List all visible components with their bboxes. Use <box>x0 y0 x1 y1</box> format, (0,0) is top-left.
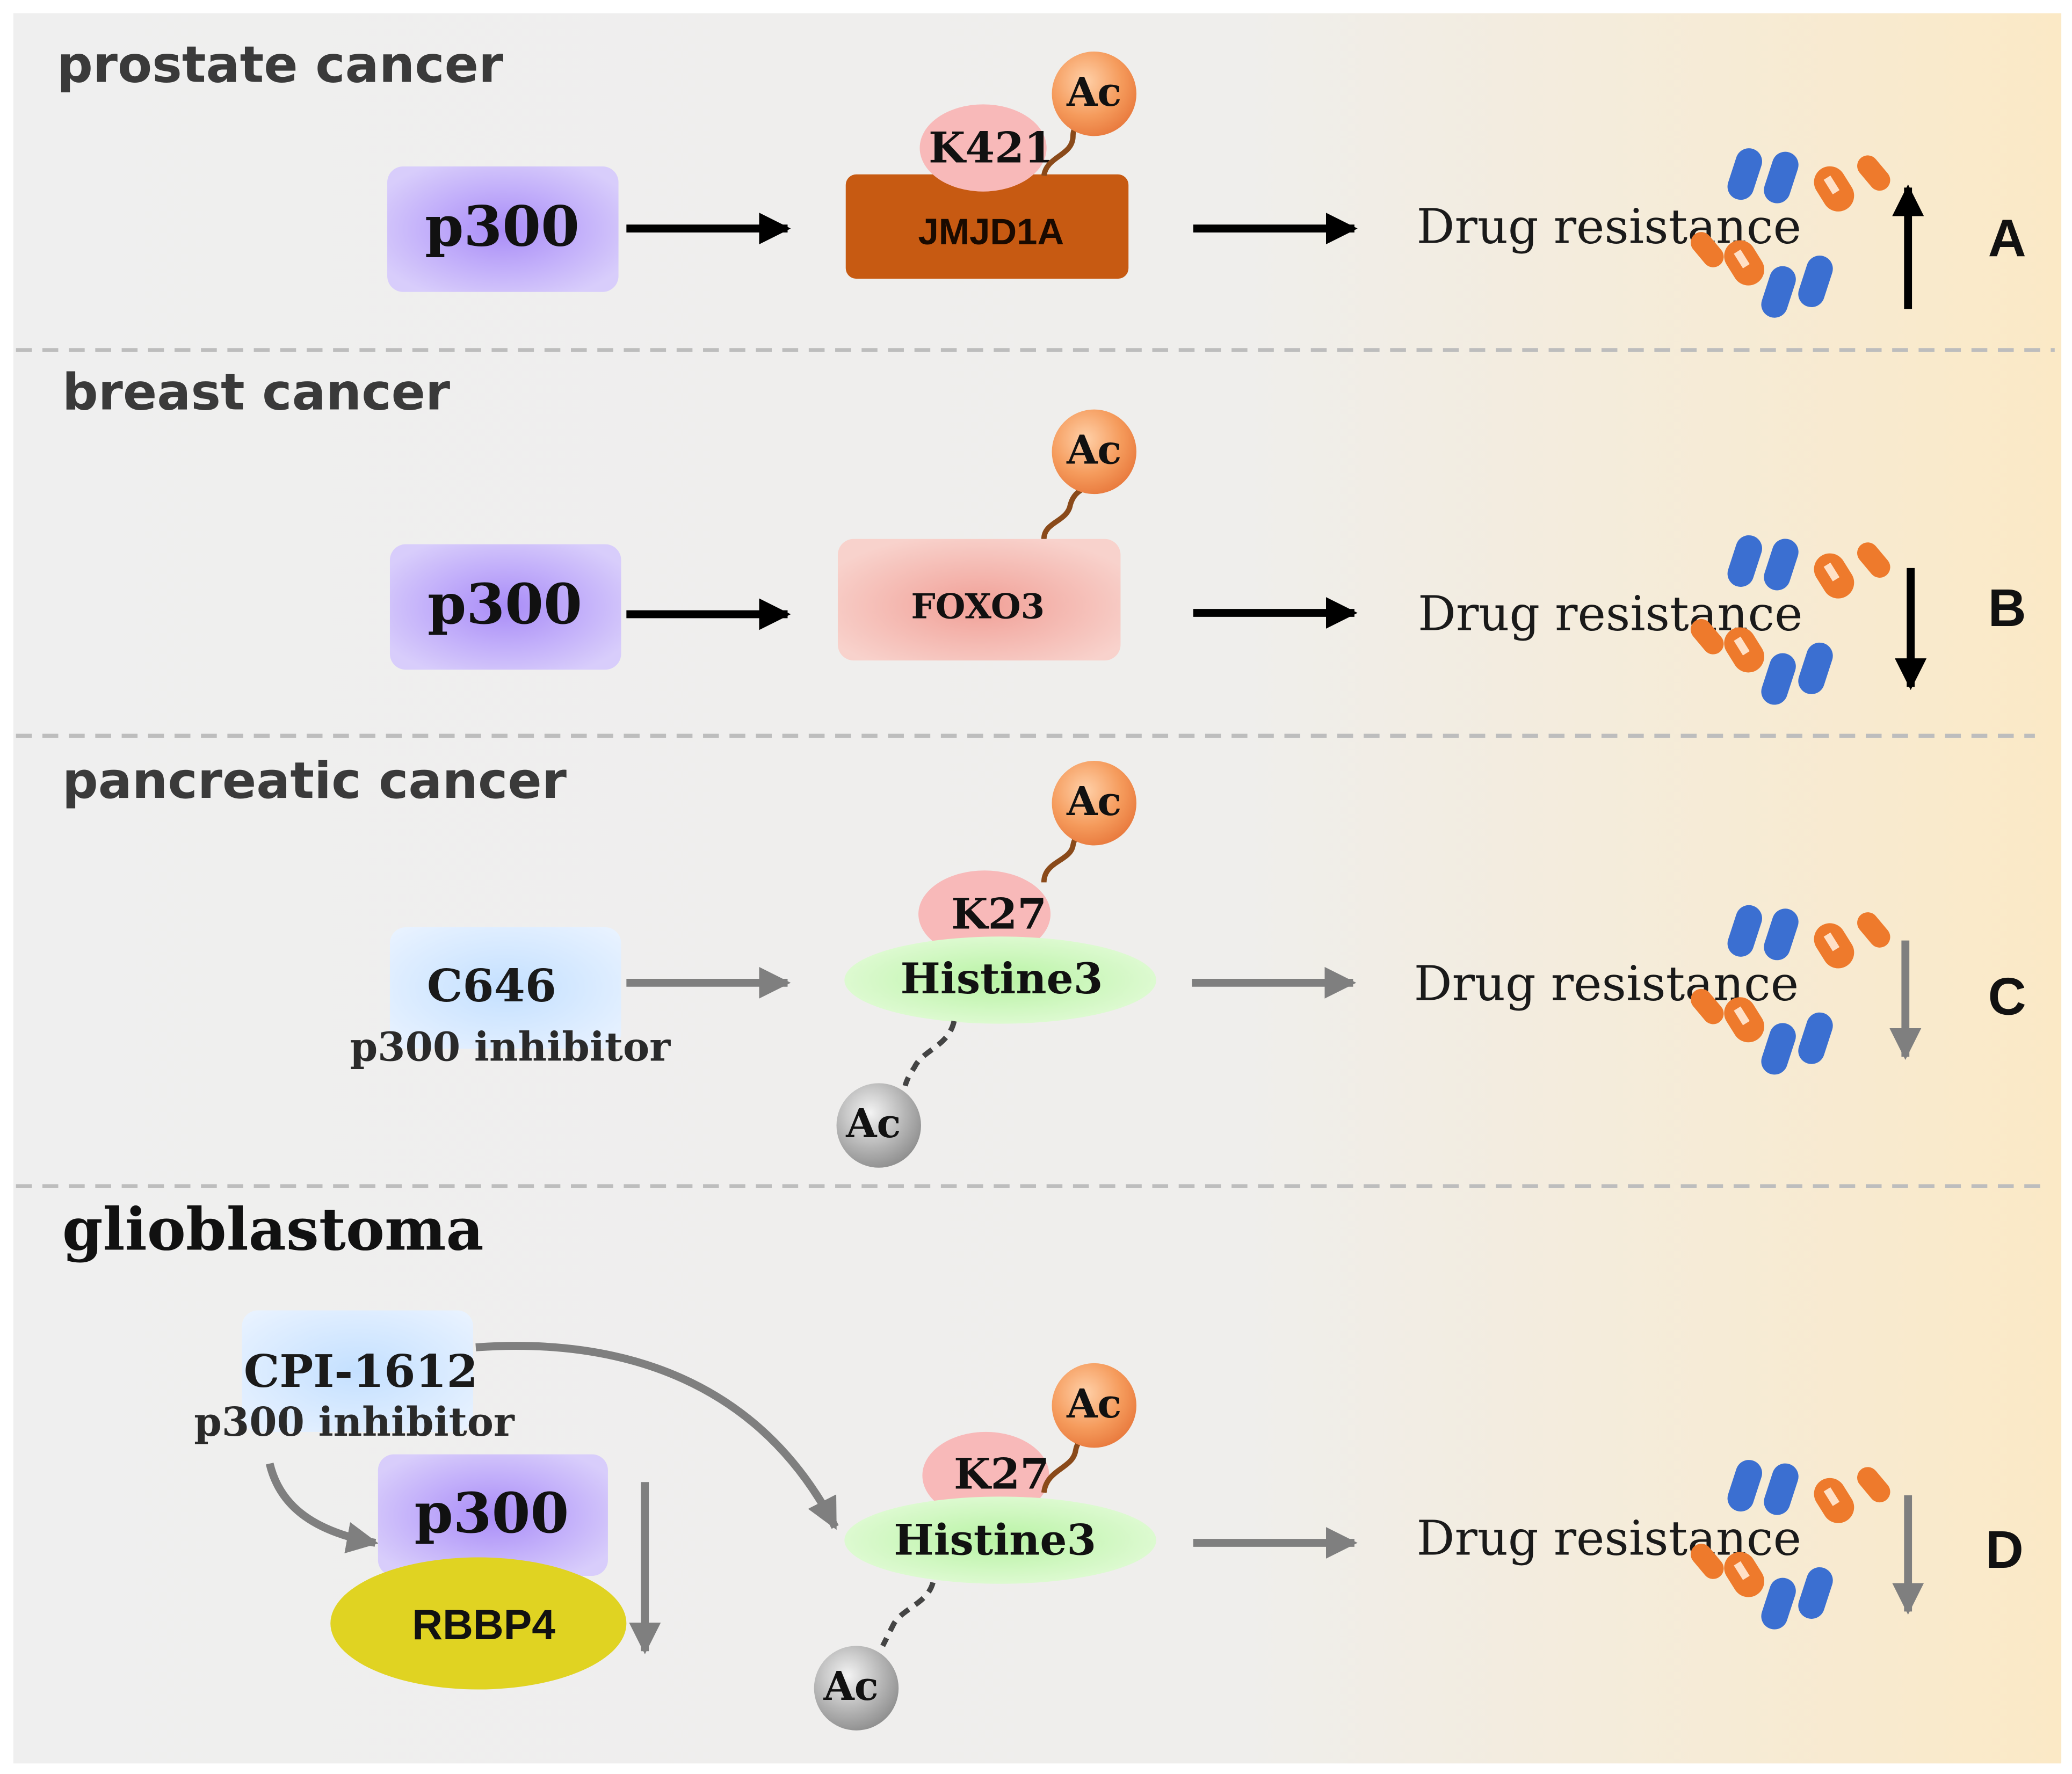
histone3-ellipse <box>844 936 1156 1024</box>
acetyl-label: Ac <box>1066 69 1121 115</box>
acetyl-link <box>1041 486 1085 540</box>
inhibitor-description: p300 inhibitor <box>194 1399 515 1445</box>
removed-acetyl-group <box>814 1646 899 1731</box>
p300-label: p300 <box>425 194 579 259</box>
panel-letter: D <box>1986 1520 2024 1579</box>
p300-label: p300 <box>428 572 582 637</box>
panel-pancreatic-cancer: pancreatic cancer C646 p300 inhibitor K2… <box>62 752 2026 1168</box>
jmjd1a-box <box>845 174 1129 279</box>
removed-acetyl-link <box>902 1020 957 1087</box>
removed-acetyl-link <box>880 1581 936 1647</box>
histone3-label: Histine3 <box>901 954 1103 1004</box>
panel-title: pancreatic cancer <box>62 752 567 810</box>
k27-site <box>918 870 1051 958</box>
inhibitor-description: p300 inhibitor <box>350 1024 671 1071</box>
acetyl-label: Ac <box>1066 779 1121 825</box>
inhibitor-label: C646 <box>427 959 556 1012</box>
panel-glioblastoma: glioblastoma CPI-1612 p300 inhibitor p30… <box>62 1195 2024 1731</box>
panel-title: prostate cancer <box>57 36 503 94</box>
acetyl-group <box>1052 51 1136 136</box>
acetyl-group <box>1052 1363 1136 1448</box>
p300-box <box>378 1454 608 1576</box>
acetyl-group <box>1052 409 1136 495</box>
k27-label: K27 <box>954 1449 1049 1499</box>
k421-label: K421 <box>929 123 1054 173</box>
p300-box <box>389 544 621 670</box>
acetyl-label: Ac <box>1066 427 1121 474</box>
removed-acetyl-group <box>836 1083 921 1168</box>
acetyl-group <box>1052 761 1136 846</box>
panel-prostate-cancer: prostate cancer p300 JMJD1A K421 Ac Drug… <box>57 36 2026 322</box>
arrow-inhibits-histone <box>475 1342 839 1530</box>
panel-letter: B <box>1988 578 2026 637</box>
rbbp4-label: RBBP4 <box>412 1601 555 1648</box>
histone3-label: Histine3 <box>894 1515 1096 1565</box>
foxo3-label: FOXO3 <box>911 586 1045 627</box>
panel-letter: C <box>1988 966 2026 1026</box>
acetyl-label: Ac <box>1066 1381 1121 1427</box>
foxo3-box <box>837 539 1121 661</box>
removed-acetyl-label: Ac <box>845 1101 901 1147</box>
panel-title: breast cancer <box>62 363 450 422</box>
p300-label: p300 <box>414 1481 569 1546</box>
inhibitor-box <box>242 1310 473 1432</box>
panel-breast-cancer: breast cancer p300 FOXO3 Ac Drug resista… <box>62 363 2026 708</box>
histone3-ellipse <box>844 1496 1156 1584</box>
k27-label: K27 <box>951 889 1047 939</box>
panel-title: glioblastoma <box>62 1195 484 1263</box>
arrow-inhibits-p300 <box>265 1463 379 1553</box>
rbbp4-ellipse <box>330 1557 627 1690</box>
removed-acetyl-label: Ac <box>823 1663 878 1710</box>
k421-site <box>919 104 1047 192</box>
inhibitor-label: CPI-1612 <box>244 1344 478 1398</box>
panel-letter: A <box>1988 208 2026 267</box>
p300-box <box>387 166 619 292</box>
inhibitor-box <box>389 927 621 1049</box>
jmjd1a-label: JMJD1A <box>918 211 1064 252</box>
